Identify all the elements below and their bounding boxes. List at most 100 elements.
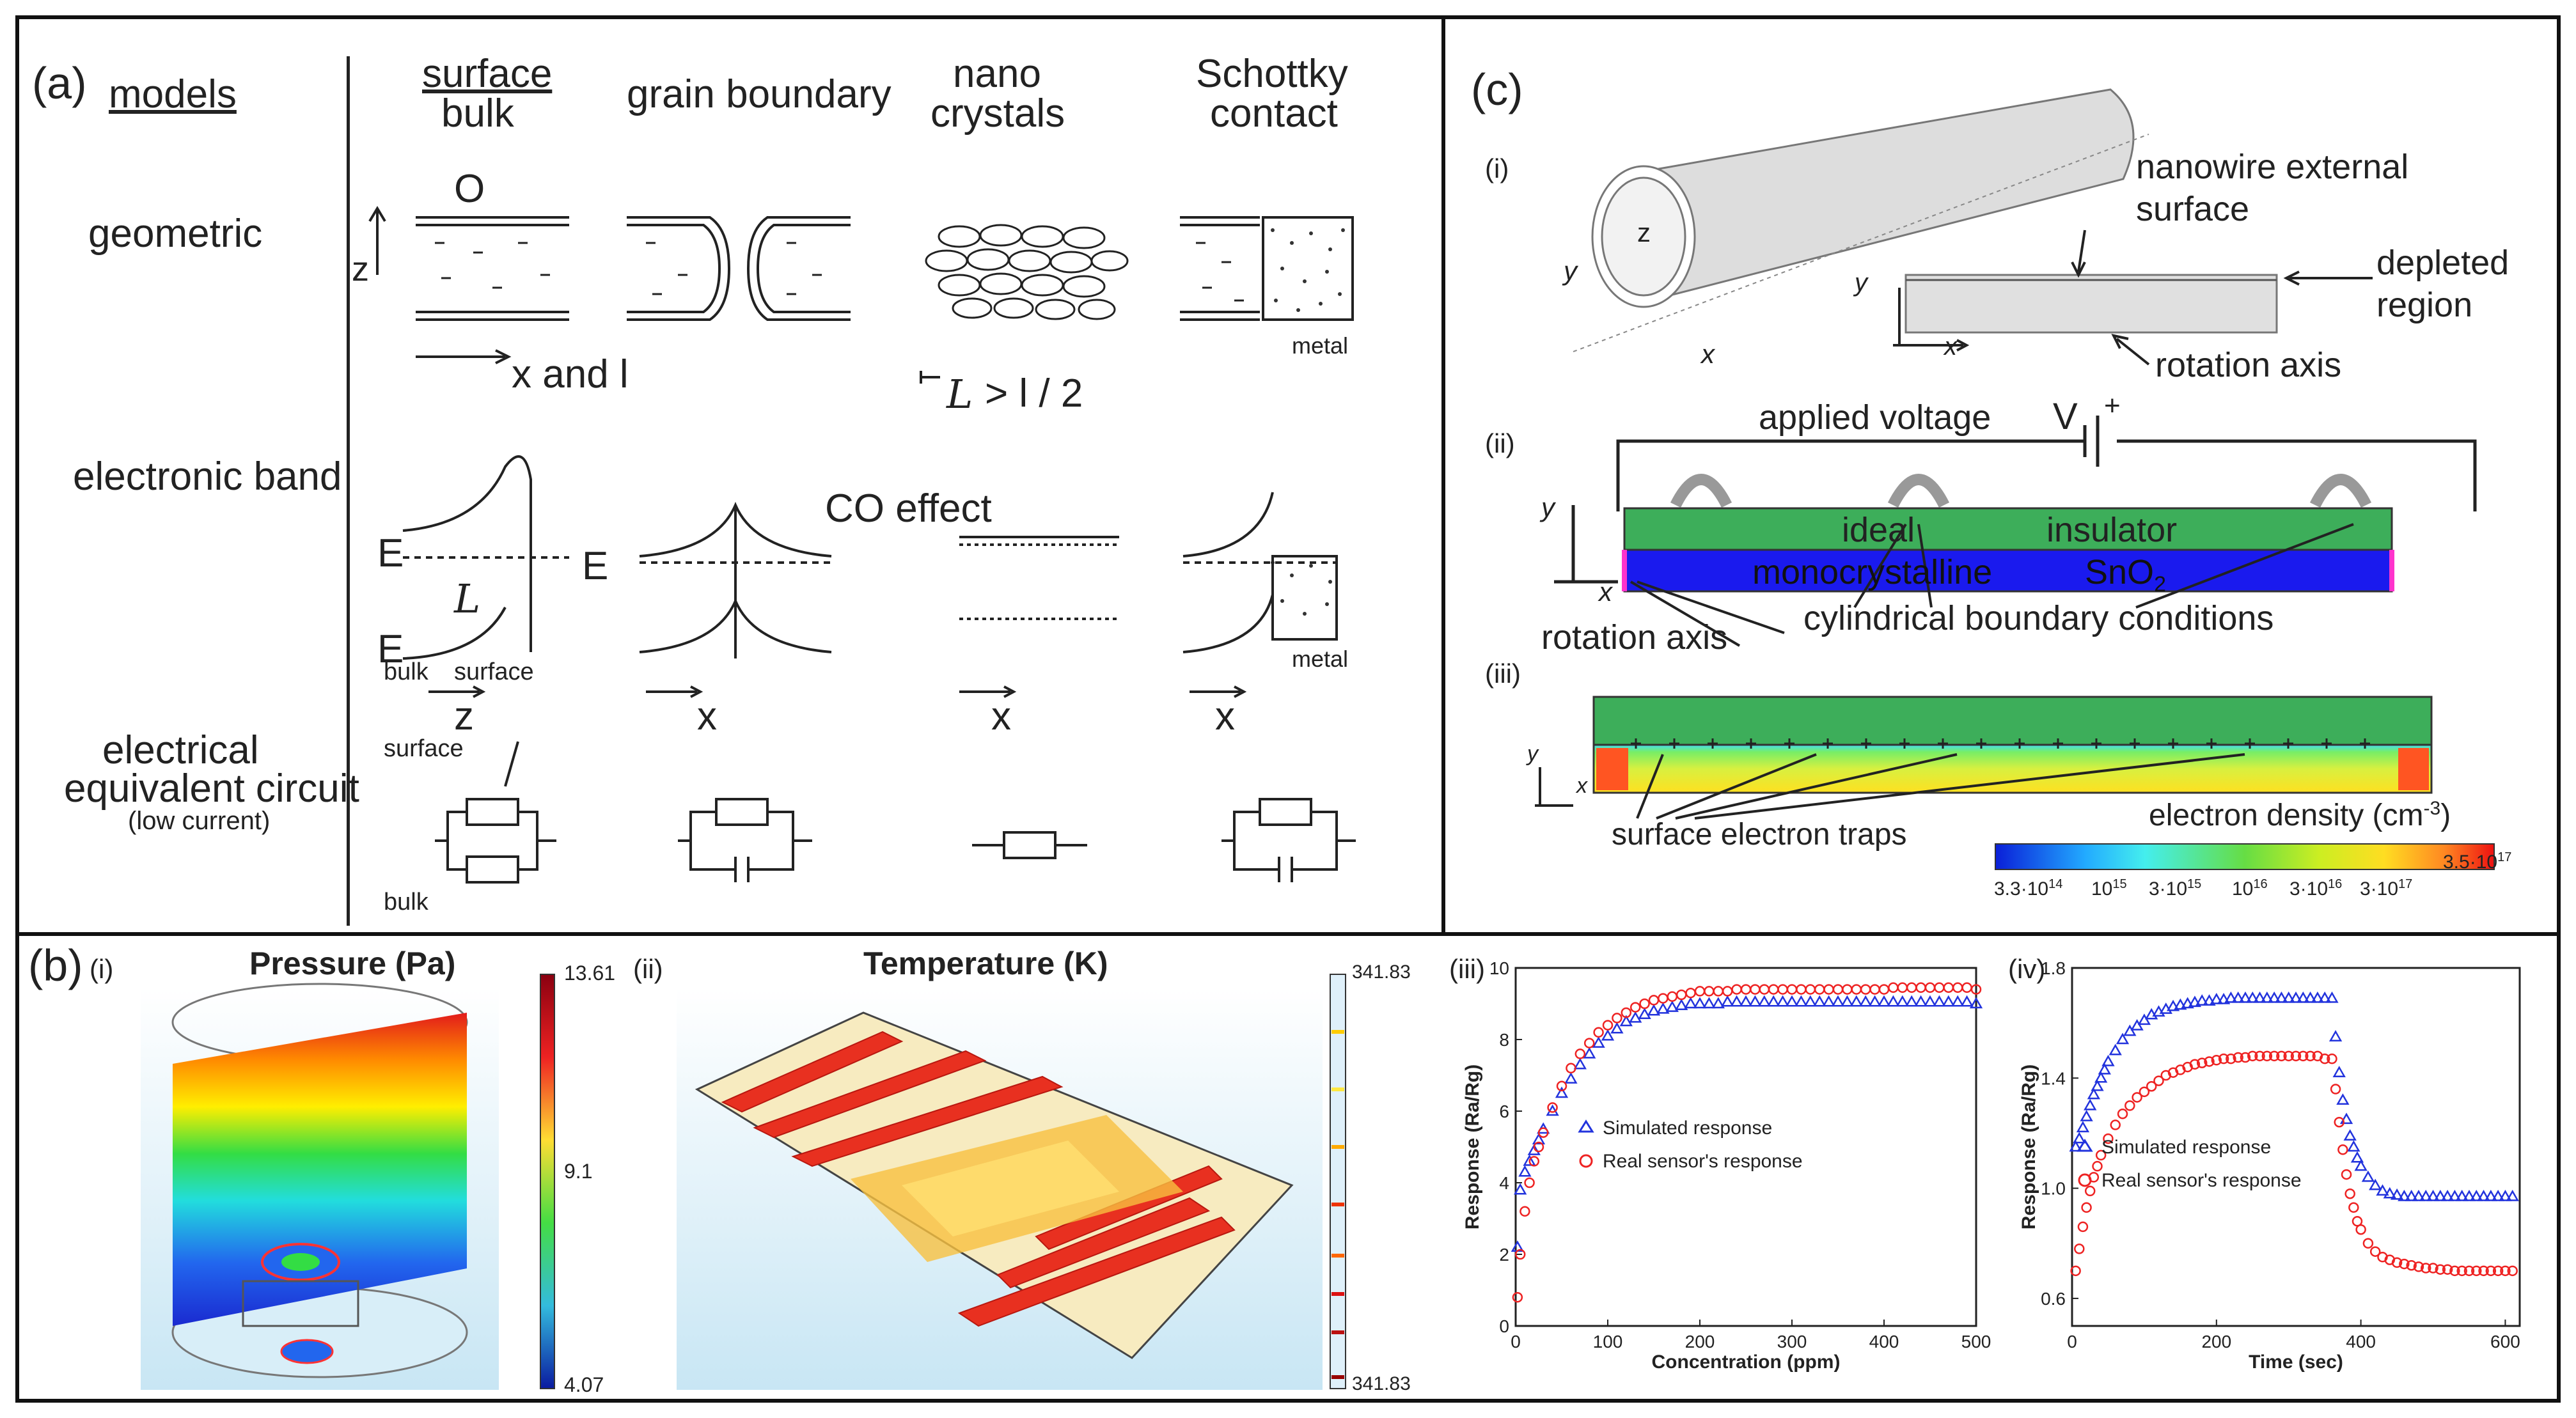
cbar-tick-0-exp: 14 bbox=[2048, 877, 2063, 891]
cbar-tick-4: 3·1016 bbox=[2289, 877, 2342, 900]
data-point-real bbox=[1602, 1020, 1614, 1031]
y-tick-label: 8 bbox=[1499, 1030, 1509, 1050]
legend-marker-real bbox=[1579, 1154, 1593, 1168]
data-point-real bbox=[2428, 1263, 2439, 1274]
panel-a: (a) models surface bulk grain boundary n… bbox=[15, 15, 1445, 936]
data-point-simulated bbox=[2094, 1071, 2108, 1083]
sub-b-ii: (ii) bbox=[633, 954, 663, 984]
data-point-simulated bbox=[1822, 995, 1835, 1007]
monocrystalline-label: monocrystalline bbox=[1752, 553, 1993, 591]
data-point-simulated bbox=[1896, 995, 1909, 1007]
cbar-tick-1: 1015 bbox=[2091, 877, 2127, 900]
data-point-real bbox=[2084, 1185, 2096, 1197]
data-point-simulated bbox=[2336, 1093, 2350, 1105]
plus-row bbox=[1631, 738, 2370, 749]
temperature-colorbar bbox=[1330, 974, 1346, 1389]
ld-half-label: > l / 2 bbox=[985, 371, 1083, 416]
y-tick-label: 10 bbox=[1489, 958, 1509, 978]
x-tick-label: 0 bbox=[1511, 1332, 1521, 1352]
row-circuit-3: (low current) bbox=[128, 807, 271, 835]
band-surface-ev bbox=[402, 607, 507, 660]
z-axis-label: z bbox=[352, 250, 369, 288]
voltage-plus: + bbox=[2104, 390, 2121, 421]
data-point-real bbox=[2196, 1057, 2208, 1068]
plot-frame bbox=[1514, 967, 1977, 1327]
data-point-simulated bbox=[2231, 991, 2245, 1003]
z-label-band: z bbox=[454, 694, 474, 738]
cylindrical-bc: cylindrical boundary conditions bbox=[1803, 599, 2274, 637]
electron-density-text: electron density (cm bbox=[2149, 799, 2424, 832]
col-grain-boundary: grain boundary bbox=[627, 72, 891, 116]
ec-label: E bbox=[377, 531, 404, 575]
data-point-simulated bbox=[2329, 1030, 2343, 1041]
data-point-real bbox=[2074, 1243, 2085, 1254]
ev-label: E bbox=[377, 627, 404, 671]
charges bbox=[435, 242, 1244, 302]
depleted-2: region bbox=[2376, 286, 2473, 324]
x-tick-label: 500 bbox=[1961, 1332, 1991, 1352]
x-label-band-3: x bbox=[1215, 694, 1235, 738]
cbar-tick-5: 3·1017 bbox=[2360, 877, 2412, 900]
data-point-simulated bbox=[2073, 1132, 2086, 1144]
data-point-real bbox=[2218, 1053, 2229, 1064]
x-axis-c-ii: x bbox=[1599, 577, 1612, 607]
y-axis-c-i: y bbox=[1564, 256, 1577, 286]
data-point-real bbox=[1514, 1249, 1526, 1260]
data-point-real bbox=[2478, 1265, 2489, 1277]
data-point-real bbox=[2153, 1075, 2164, 1086]
data-point-simulated bbox=[1887, 995, 1900, 1007]
data-point-simulated bbox=[1684, 997, 1697, 1009]
nanowire-surface-1: nanowire external bbox=[2136, 148, 2409, 186]
data-point-simulated bbox=[1592, 1036, 1605, 1048]
data-point-simulated bbox=[1831, 995, 1845, 1007]
data-point-real bbox=[1556, 1080, 1567, 1092]
data-point-real bbox=[2449, 1265, 2460, 1277]
data-point-real bbox=[1566, 1063, 1576, 1074]
data-point-simulated bbox=[1656, 1002, 1670, 1014]
circuit-2-r bbox=[715, 798, 769, 826]
data-point-simulated bbox=[1647, 1004, 1661, 1016]
y-tick-label: 4 bbox=[1499, 1173, 1509, 1193]
data-point-simulated bbox=[1785, 995, 1799, 1007]
electron-density-label: electron density (cm-3) bbox=[2149, 798, 2451, 832]
cbar-tick-3-base: 10 bbox=[2232, 878, 2254, 900]
circuit-surface-label: surface bbox=[384, 735, 464, 762]
data-point-simulated bbox=[2109, 1043, 2122, 1056]
ld-label-geo: L bbox=[946, 371, 973, 417]
co-effect-label: CO effect bbox=[825, 487, 992, 531]
data-point-real bbox=[2344, 1188, 2355, 1199]
data-point-simulated bbox=[1523, 1154, 1536, 1166]
data-point-simulated bbox=[1693, 997, 1707, 1009]
data-point-simulated bbox=[1573, 1057, 1587, 1070]
temp-title: Temperature (K) bbox=[863, 946, 1108, 981]
data-point-real bbox=[2070, 1265, 2081, 1277]
data-point-real bbox=[2132, 1092, 2142, 1103]
data-point-simulated bbox=[1514, 1183, 1527, 1195]
data-point-simulated bbox=[2087, 1087, 2101, 1100]
data-point-simulated bbox=[1923, 995, 1937, 1007]
data-point-simulated bbox=[2076, 1121, 2090, 1133]
data-point-simulated bbox=[1767, 995, 1780, 1007]
traps-label: surface electron traps bbox=[1612, 818, 1907, 852]
data-point-simulated bbox=[2383, 1187, 2396, 1199]
data-point-real bbox=[2283, 1050, 2294, 1062]
data-point-simulated bbox=[1629, 1011, 1642, 1023]
data-point-simulated bbox=[2350, 1151, 2364, 1163]
circuit-bulk-label: bulk bbox=[384, 889, 428, 915]
data-point-real bbox=[2348, 1202, 2359, 1213]
x-axis-c-i-b: x bbox=[1944, 332, 1957, 361]
data-point-simulated bbox=[2332, 1066, 2346, 1077]
panel-a-divider bbox=[347, 56, 350, 926]
x-tick-label: 300 bbox=[1777, 1332, 1807, 1352]
col-surface: surface bbox=[422, 52, 553, 96]
pressure-colorbar bbox=[540, 974, 555, 1389]
cbar-tick-2-base: 3·10 bbox=[2149, 878, 2188, 900]
circuit-1-r2 bbox=[466, 855, 519, 884]
x-tick-label: 200 bbox=[2201, 1332, 2231, 1352]
temp-tick-bottom: 341.83 bbox=[1352, 1373, 1411, 1394]
insulator-layer bbox=[1623, 507, 2393, 551]
data-point-real bbox=[1528, 1156, 1540, 1167]
data-point-simulated bbox=[2101, 1054, 2115, 1066]
x-tick-label: 400 bbox=[1869, 1332, 1899, 1352]
data-point-real bbox=[2507, 1265, 2518, 1277]
